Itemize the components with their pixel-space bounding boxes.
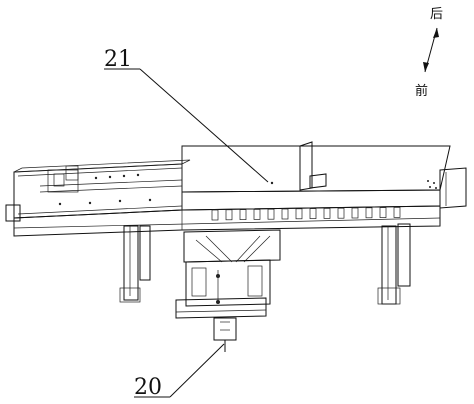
right-legs xyxy=(377,223,411,305)
direction-indicator: 后 前 xyxy=(415,7,443,99)
tooth xyxy=(295,208,303,220)
tooth xyxy=(309,208,317,219)
tooth xyxy=(281,208,289,220)
direction-arrow-head-rear xyxy=(433,28,439,38)
part-21-label: 21 xyxy=(104,47,132,72)
direction-arrow-head-front xyxy=(423,62,429,72)
tooth xyxy=(351,207,359,219)
tooth xyxy=(379,207,387,218)
left-legs xyxy=(119,225,151,303)
tooth xyxy=(365,207,373,219)
tooth-row xyxy=(211,207,401,221)
tooth xyxy=(393,207,401,218)
part-21-callout: 21 xyxy=(104,47,269,183)
direction-rear-label: 后 xyxy=(430,7,443,22)
motor-block xyxy=(439,167,467,209)
part-21-leader xyxy=(139,68,269,183)
tooth xyxy=(211,209,219,221)
top-plate xyxy=(181,141,451,211)
tooth xyxy=(323,208,331,219)
tooth xyxy=(267,208,275,220)
tooth xyxy=(225,209,233,221)
direction-front-label: 前 xyxy=(415,83,428,99)
part-20-label: 20 xyxy=(134,375,162,400)
tooth xyxy=(253,209,261,220)
central-mechanism xyxy=(175,229,281,352)
part-20-leader xyxy=(169,343,225,398)
tooth xyxy=(337,207,345,219)
tooth xyxy=(239,209,247,220)
left-rail xyxy=(5,159,191,222)
part-20-callout: 20 xyxy=(134,343,225,400)
